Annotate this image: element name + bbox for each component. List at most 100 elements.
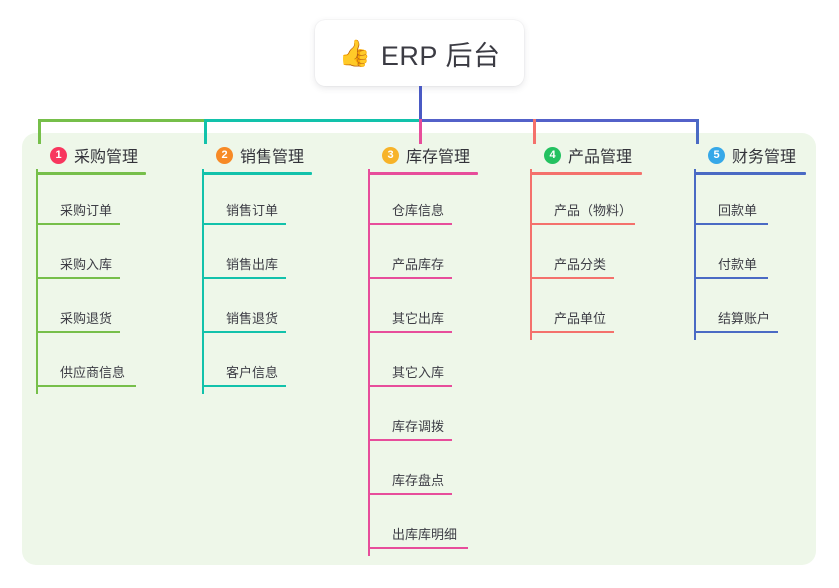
leaf-label: 库存盘点 bbox=[392, 473, 445, 488]
column-title-3: 库存管理 bbox=[406, 149, 471, 166]
leaf-item[interactable]: 付款单 bbox=[694, 254, 824, 279]
leaf-item[interactable]: 产品单位 bbox=[530, 308, 690, 333]
column-title-1: 采购管理 bbox=[74, 149, 139, 166]
leaf-label: 其它出库 bbox=[392, 311, 445, 326]
column-header-2[interactable]: 2 销售管理 bbox=[202, 144, 352, 166]
leaf-item[interactable]: 仓库信息 bbox=[368, 200, 518, 225]
column-1: 1 采购管理采购订单采购入库采购退货供应商信息 bbox=[36, 144, 186, 394]
leaf-label: 产品库存 bbox=[392, 257, 445, 272]
leaf-item[interactable]: 产品库存 bbox=[368, 254, 518, 279]
leaf-rule bbox=[530, 223, 635, 225]
column-header-rule-4 bbox=[530, 172, 642, 175]
leaf-item[interactable]: 销售出库 bbox=[202, 254, 352, 279]
root-node[interactable]: 👍 ERP 后台 bbox=[315, 20, 524, 86]
leaf-label: 客户信息 bbox=[226, 365, 279, 380]
column-5: 5 财务管理回款单付款单结算账户 bbox=[694, 144, 824, 340]
leaf-label: 产品单位 bbox=[554, 311, 607, 326]
leaf-rule bbox=[368, 385, 452, 387]
leaf-item[interactable]: 采购订单 bbox=[36, 200, 186, 225]
column-badge-5: 5 bbox=[708, 146, 725, 164]
leaf-item[interactable]: 产品（物料） bbox=[530, 200, 690, 225]
column-header-5[interactable]: 5 财务管理 bbox=[694, 144, 824, 166]
root-stem bbox=[419, 86, 422, 122]
leaf-rule bbox=[36, 223, 120, 225]
drop-col-1 bbox=[38, 119, 41, 144]
leaf-rule bbox=[368, 547, 468, 549]
leaf-rule bbox=[530, 331, 614, 333]
leaf-label: 仓库信息 bbox=[392, 203, 445, 218]
column-header-rule-2 bbox=[202, 172, 312, 175]
column-spine-4 bbox=[530, 169, 532, 340]
leaf-rule bbox=[202, 385, 286, 387]
leaf-label: 出库库明细 bbox=[392, 527, 458, 542]
leaf-item[interactable]: 产品分类 bbox=[530, 254, 690, 279]
leaf-label: 产品（物料） bbox=[554, 203, 633, 218]
leaf-item[interactable]: 库存盘点 bbox=[368, 470, 518, 495]
leaf-label: 销售退货 bbox=[226, 311, 279, 326]
column-2: 2 销售管理销售订单销售出库销售退货客户信息 bbox=[202, 144, 352, 394]
column-title-5: 财务管理 bbox=[732, 149, 797, 166]
trunk-teal bbox=[204, 119, 419, 122]
leaf-item[interactable]: 其它入库 bbox=[368, 362, 518, 387]
leaf-item[interactable]: 其它出库 bbox=[368, 308, 518, 333]
drop-col-2 bbox=[204, 119, 207, 144]
leaf-label: 产品分类 bbox=[554, 257, 607, 272]
leaf-rule bbox=[368, 223, 452, 225]
leaf-item[interactable]: 回款单 bbox=[694, 200, 824, 225]
leaf-item[interactable]: 销售订单 bbox=[202, 200, 352, 225]
leaf-label: 采购退货 bbox=[60, 311, 113, 326]
leaf-label: 结算账户 bbox=[718, 311, 771, 326]
leaf-label: 销售出库 bbox=[226, 257, 279, 272]
column-badge-2: 2 bbox=[216, 146, 233, 164]
leaf-label: 其它入库 bbox=[392, 365, 445, 380]
leaf-item[interactable]: 出库库明细 bbox=[368, 524, 518, 549]
leaf-label: 库存调拨 bbox=[392, 419, 445, 434]
leaf-item[interactable]: 销售退货 bbox=[202, 308, 352, 333]
thumbs-up-icon: 👍 bbox=[338, 38, 371, 68]
leaf-item[interactable]: 采购入库 bbox=[36, 254, 186, 279]
column-badge-3: 3 bbox=[382, 146, 399, 164]
column-header-rule-5 bbox=[694, 172, 806, 175]
root-node-label: ERP 后台 bbox=[380, 40, 501, 71]
column-badge-1: 1 bbox=[50, 146, 67, 164]
content-panel bbox=[22, 133, 816, 565]
column-title-2: 销售管理 bbox=[240, 149, 305, 166]
column-header-rule-1 bbox=[36, 172, 146, 175]
trunk-indigo bbox=[419, 119, 699, 122]
leaf-rule bbox=[694, 277, 768, 279]
leaf-label: 回款单 bbox=[718, 203, 758, 218]
leaf-label: 采购订单 bbox=[60, 203, 113, 218]
drop-col-3 bbox=[419, 119, 422, 144]
column-title-4: 产品管理 bbox=[568, 149, 633, 166]
leaf-rule bbox=[530, 277, 614, 279]
leaf-rule bbox=[368, 331, 452, 333]
column-spine-3 bbox=[368, 169, 370, 556]
leaf-label: 采购入库 bbox=[60, 257, 113, 272]
leaf-rule bbox=[368, 439, 452, 441]
column-spine-5 bbox=[694, 169, 696, 340]
column-header-3[interactable]: 3 库存管理 bbox=[368, 144, 518, 166]
leaf-rule bbox=[694, 223, 768, 225]
leaf-item[interactable]: 供应商信息 bbox=[36, 362, 186, 387]
column-header-rule-3 bbox=[368, 172, 478, 175]
leaf-item[interactable]: 库存调拨 bbox=[368, 416, 518, 441]
leaf-rule bbox=[36, 385, 136, 387]
leaf-label: 供应商信息 bbox=[60, 365, 126, 380]
leaf-label: 销售订单 bbox=[226, 203, 279, 218]
leaf-item[interactable]: 结算账户 bbox=[694, 308, 824, 333]
drop-col-4 bbox=[533, 119, 536, 144]
leaf-rule bbox=[368, 493, 452, 495]
column-3: 3 库存管理仓库信息产品库存其它出库其它入库库存调拨库存盘点出库库明细 bbox=[368, 144, 518, 556]
trunk-green bbox=[38, 119, 207, 122]
column-spine-2 bbox=[202, 169, 204, 394]
column-header-1[interactable]: 1 采购管理 bbox=[36, 144, 186, 166]
leaf-item[interactable]: 采购退货 bbox=[36, 308, 186, 333]
leaf-item[interactable]: 客户信息 bbox=[202, 362, 352, 387]
leaf-rule bbox=[202, 223, 286, 225]
leaf-label: 付款单 bbox=[718, 257, 758, 272]
leaf-rule bbox=[36, 331, 120, 333]
column-spine-1 bbox=[36, 169, 38, 394]
